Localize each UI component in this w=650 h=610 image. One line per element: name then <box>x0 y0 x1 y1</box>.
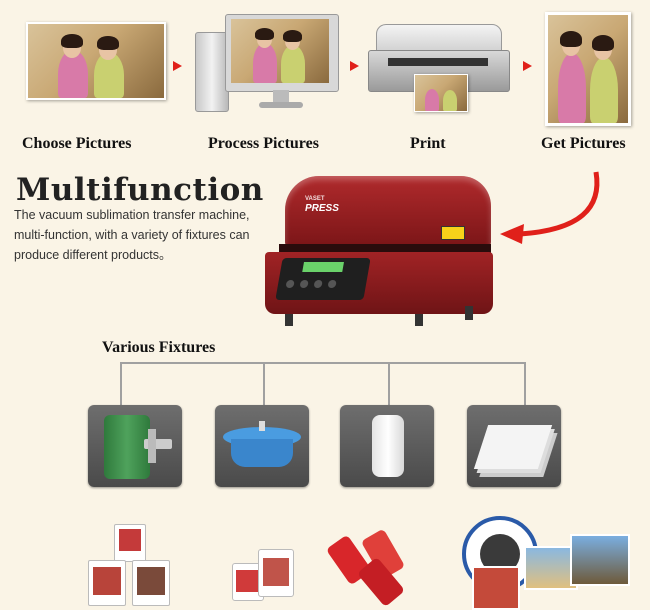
curved-arrow-icon <box>500 171 600 244</box>
fixture-plate <box>215 405 309 487</box>
tree-branch-line <box>120 362 122 406</box>
control-panel <box>275 258 371 300</box>
phone-case-fixture-icon <box>372 415 404 477</box>
step-label-get-pictures: Get Pictures <box>541 135 626 152</box>
printed-plates-tiles-icon <box>462 516 630 610</box>
tree-branch-line <box>263 362 265 406</box>
printed-cups-icon <box>228 545 300 605</box>
flat-plate-fixture-icon <box>473 425 553 469</box>
printed-phone-cases-icon <box>325 528 420 608</box>
step-arrow-icon <box>173 61 182 71</box>
fixture-flat-plate <box>467 405 561 487</box>
step-label-choose-pictures: Choose Pictures <box>22 135 132 152</box>
choose-pictures-photo <box>26 22 166 100</box>
warning-label <box>441 226 465 240</box>
tree-branch-line <box>524 362 526 406</box>
machine-brand-line-2: PRESS <box>305 203 339 214</box>
mug-wrap-fixture-icon <box>104 415 150 479</box>
fixtures-label: Various Fixtures <box>102 339 216 356</box>
description-line-3: produce different products。 <box>14 248 172 262</box>
step-arrow-icon <box>350 61 359 71</box>
headline: Multifunction <box>16 172 264 208</box>
machine-brand-line-1: VASET <box>305 196 325 202</box>
tree-horizontal-line <box>120 362 525 364</box>
step-label-print: Print <box>410 135 446 152</box>
fixture-mug-wrap <box>88 405 182 487</box>
fixture-phone-case <box>340 405 434 487</box>
step-arrow-icon <box>523 61 532 71</box>
description-line-1: The vacuum sublimation transfer machine, <box>14 208 250 222</box>
printed-mugs-icon <box>84 520 180 608</box>
heat-press-machine: VASET PRESS <box>265 176 493 328</box>
printed-photo <box>545 12 631 126</box>
computer-icon <box>195 14 345 114</box>
tree-branch-line <box>388 362 390 406</box>
printer-icon <box>368 24 510 114</box>
step-label-process-pictures: Process Pictures <box>208 135 319 152</box>
description-line-2: multi-function, with a variety of fixtur… <box>14 228 250 242</box>
